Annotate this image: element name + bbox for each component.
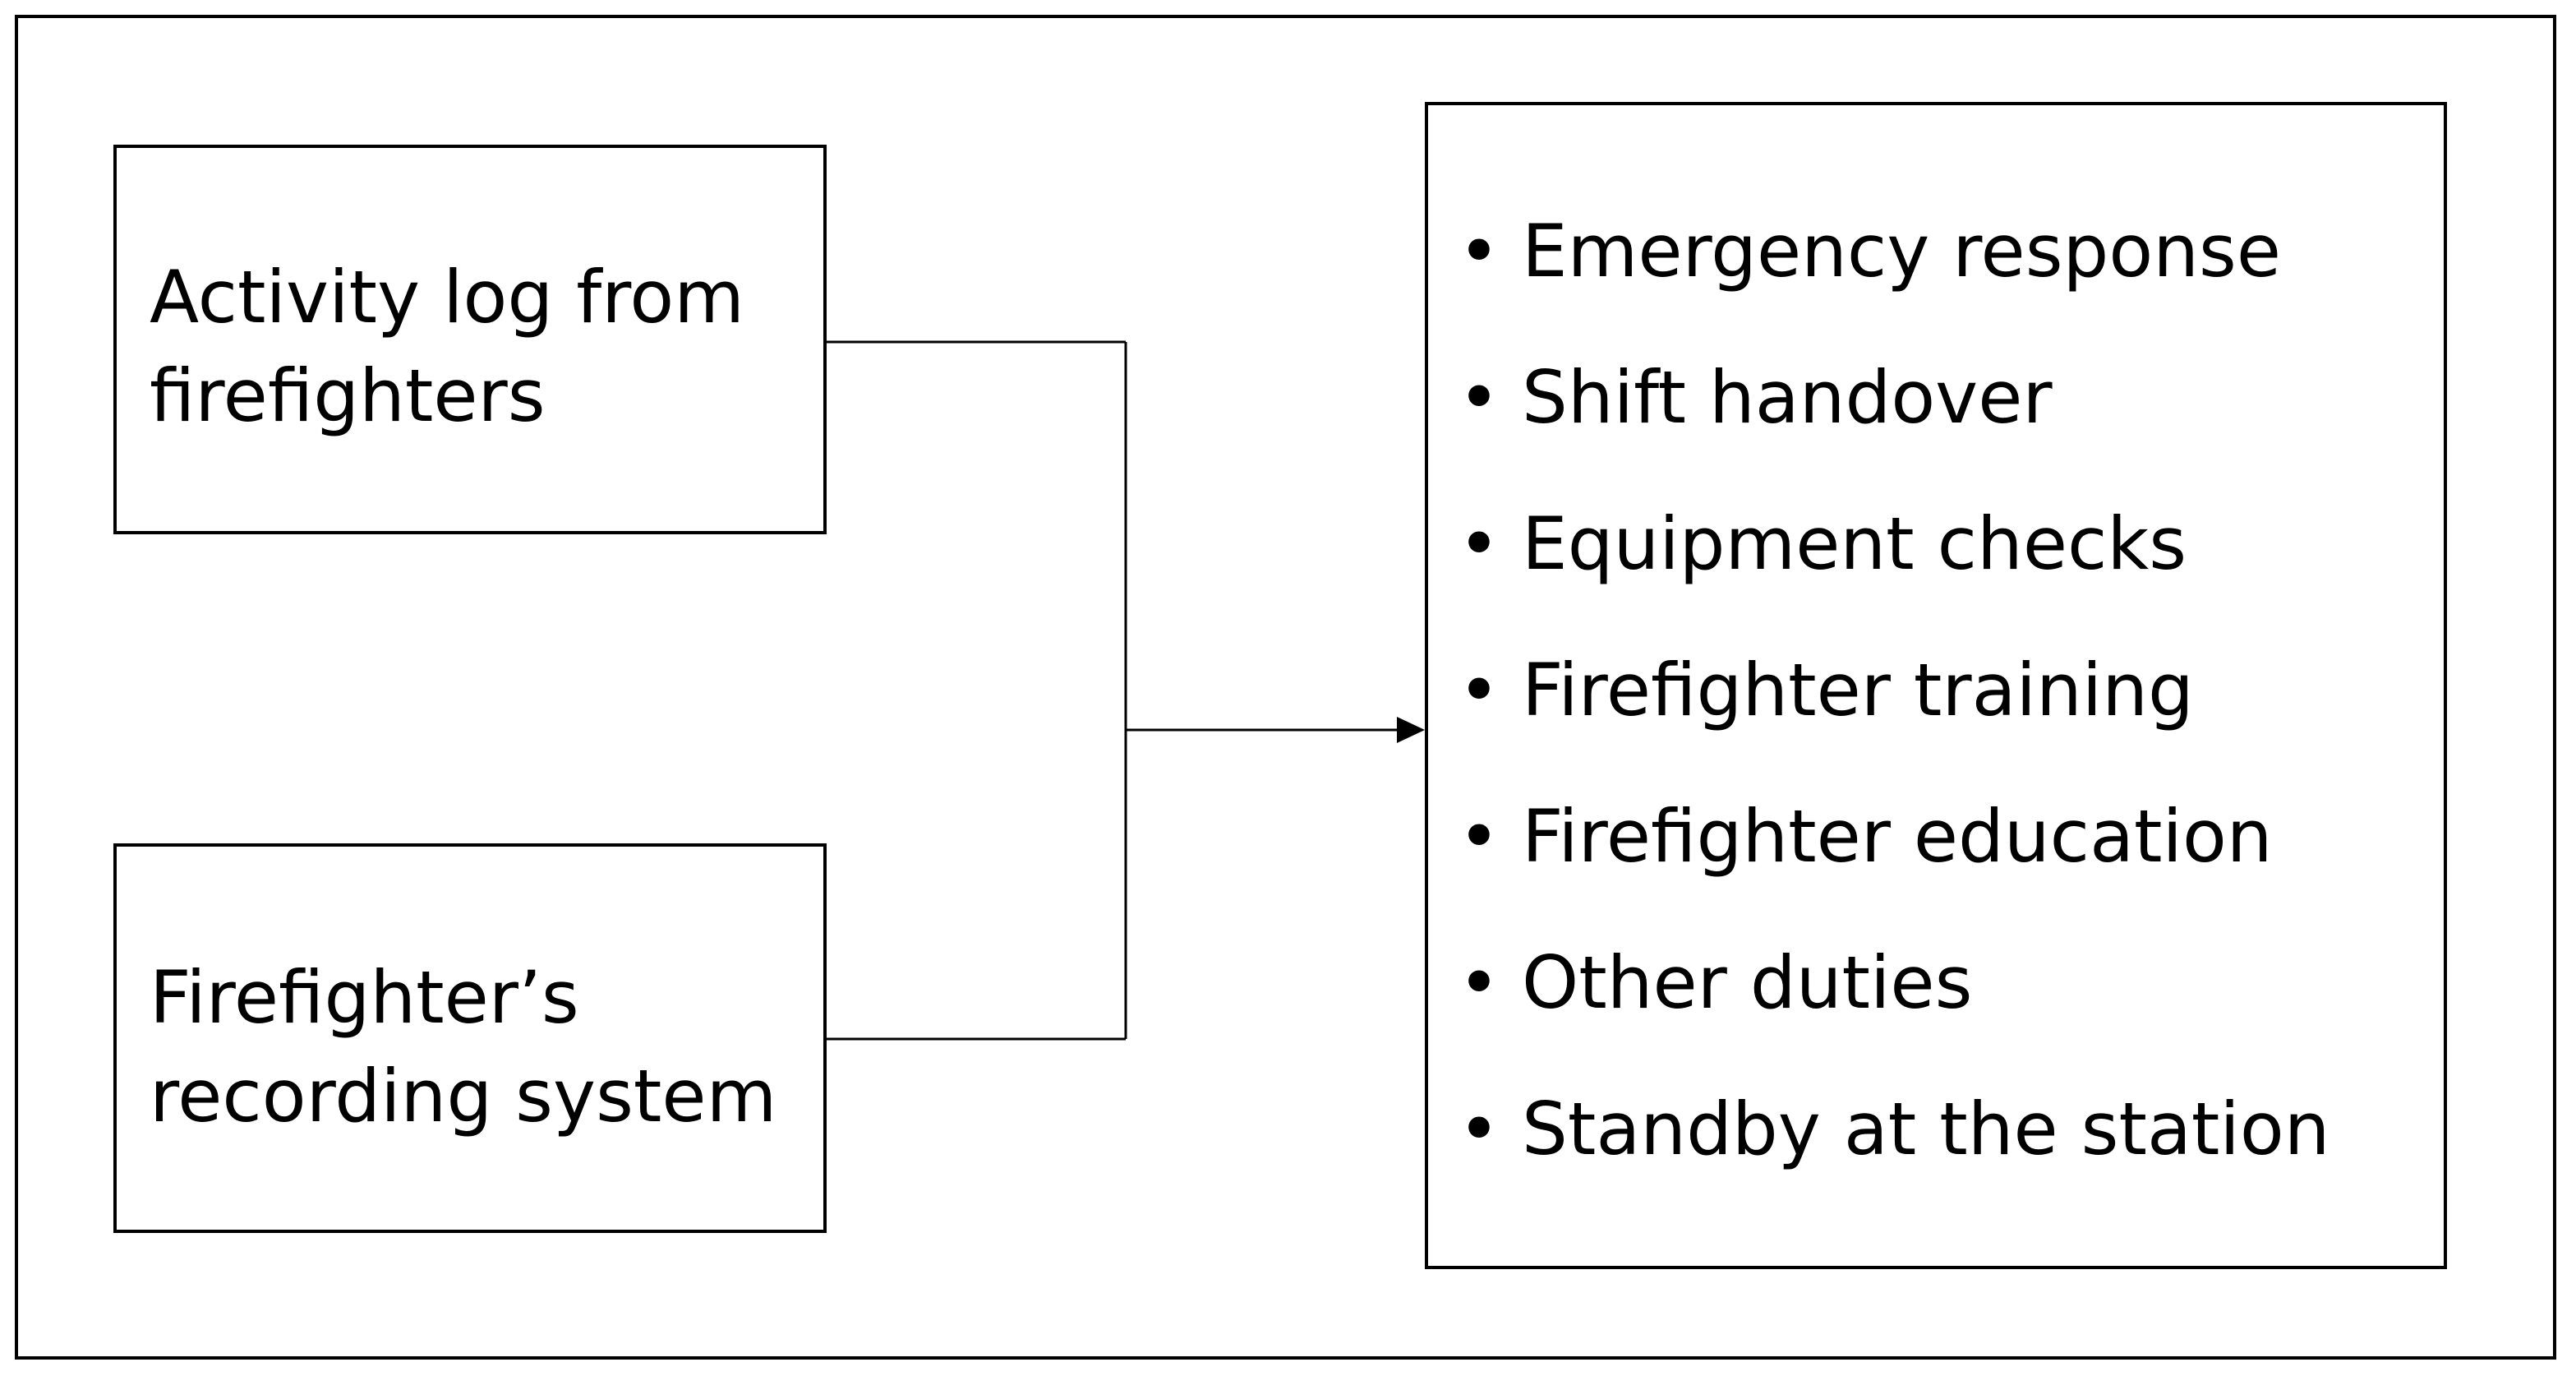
duty-label: Shift handover	[1522, 355, 2053, 440]
duty-item-equipment-checks: • Equipment checks	[1458, 495, 2329, 641]
bullet-icon: •	[1458, 1087, 1500, 1171]
bullet-icon: •	[1458, 501, 1500, 586]
activity-log-label: Activity log from firefighters	[150, 255, 744, 438]
bullet-icon: •	[1458, 209, 1500, 293]
duty-label: Standby at the station	[1522, 1087, 2330, 1171]
duty-item-other-duties: • Other duties	[1458, 934, 2329, 1080]
diagram-frame	[15, 15, 2556, 1360]
bullet-icon: •	[1458, 355, 1500, 440]
duty-item-shift-handover: • Shift handover	[1458, 349, 2329, 495]
bullet-icon: •	[1458, 940, 1500, 1025]
duty-label: Firefighter training	[1522, 648, 2194, 732]
recording-system-label: Firefighter’s recording system	[150, 955, 777, 1138]
duty-label: Other duties	[1522, 940, 1973, 1025]
duty-item-emergency-response: • Emergency response	[1458, 202, 2329, 349]
activity-log-box: Activity log from firefighters	[113, 145, 827, 534]
duty-item-standby-at-station: • Standby at the station	[1458, 1080, 2329, 1226]
duty-list: • Emergency response • Shift handover • Equ…	[1458, 202, 2329, 1226]
duty-categories-box: • Emergency response • Shift handover • Equ…	[1425, 102, 2447, 1269]
duty-label: Equipment checks	[1522, 501, 2187, 586]
duty-label: Firefighter education	[1522, 794, 2273, 879]
recording-system-box: Firefighter’s recording system	[113, 843, 827, 1233]
duty-label: Emergency response	[1522, 209, 2281, 293]
bullet-icon: •	[1458, 648, 1500, 732]
duty-item-firefighter-education: • Firefighter education	[1458, 787, 2329, 934]
duty-item-firefighter-training: • Firefighter training	[1458, 641, 2329, 787]
bullet-icon: •	[1458, 794, 1500, 879]
